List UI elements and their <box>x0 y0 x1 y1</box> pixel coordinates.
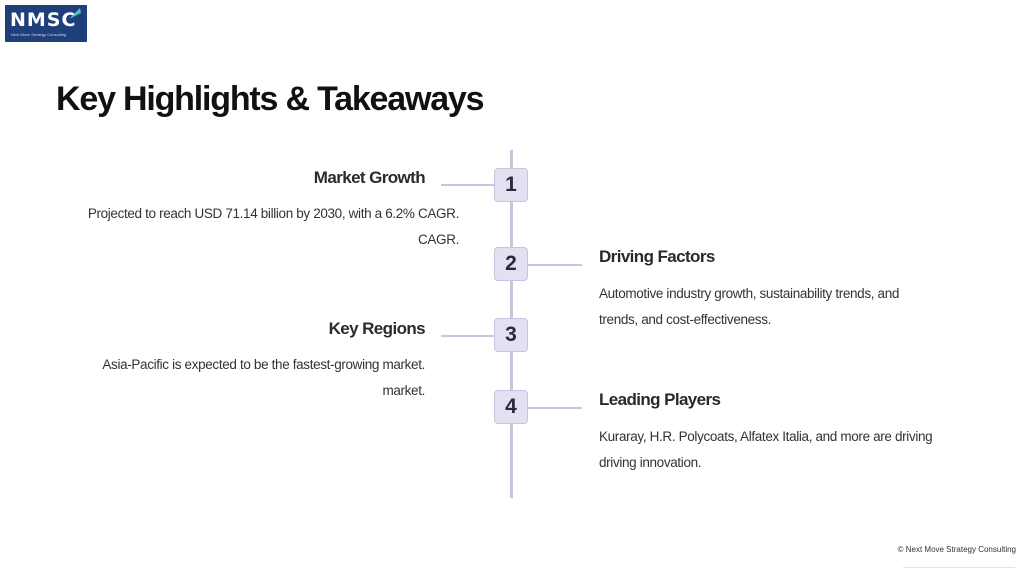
step-number-2: 2 <box>494 247 528 281</box>
item-title-driving-factors: Driving Factors <box>599 247 715 266</box>
page-title: Key Highlights & Takeaways <box>56 80 485 118</box>
step-number-4: 4 <box>494 390 528 424</box>
footer-divider <box>903 567 1015 568</box>
item-title-key-regions: Key Regions <box>328 319 426 338</box>
step-number-1: 1 <box>494 168 528 202</box>
item-desc-driving-factors: Automotive industry growth, sustainabili… <box>599 286 900 327</box>
footer-copyright: © Next Move Strategy Consulting <box>897 545 1016 554</box>
step-number-3: 3 <box>494 318 528 352</box>
item-desc-leading-players: Kuraray, H.R. Polycoats, Alfatex Italia,… <box>599 429 933 470</box>
logo-text: NMSC <box>10 9 77 31</box>
connector-2 <box>528 264 582 266</box>
item-desc-key-regions: Asia-Pacific is expected to be the faste… <box>102 357 425 398</box>
item-title-market-growth: Market Growth <box>313 168 426 187</box>
item-title-leading-players: Leading Players <box>599 390 721 409</box>
connector-3 <box>441 335 495 337</box>
logo-tagline: Next Move Strategy Consulting <box>11 32 67 37</box>
logo-swoosh-icon <box>69 8 81 19</box>
company-logo: NMSC Next Move Strategy Consulting <box>5 5 87 42</box>
connector-4 <box>528 407 582 409</box>
connector-1 <box>441 184 495 186</box>
item-desc-market-growth: Projected to reach USD 71.14 billion by … <box>87 206 460 247</box>
